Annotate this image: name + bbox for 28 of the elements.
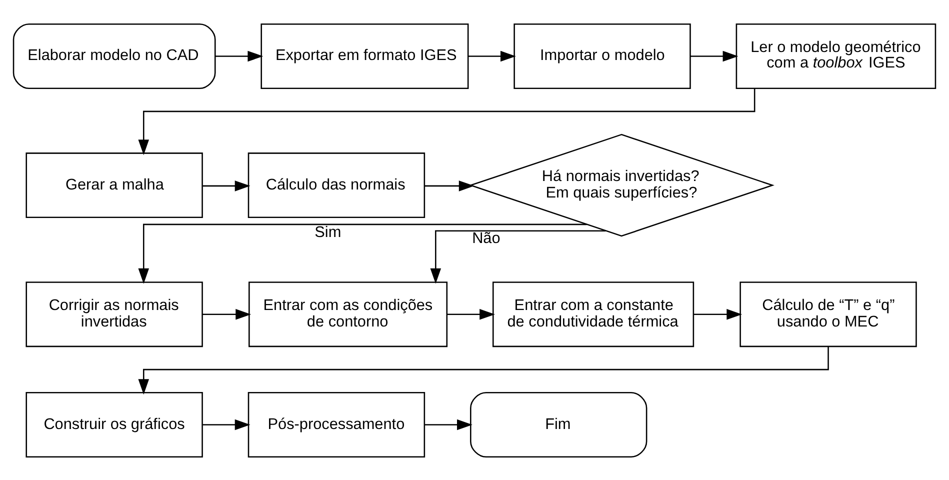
arrow: [468, 50, 516, 62]
edge-label: Sim: [314, 223, 342, 240]
node-box: Ler o modelo geométrico com a toolbox IGES: [736, 23, 936, 88]
arrow: [424, 180, 474, 191]
arrow: [202, 308, 252, 320]
node-box: Cálculo das normais: [248, 152, 426, 218]
arrow: [138, 223, 587, 284]
arrow: [430, 230, 606, 284]
node-box: Corrigir as normais invertidas: [26, 281, 203, 347]
node-box: Fim: [470, 392, 648, 457]
node-box: Pós-processamento: [248, 392, 426, 457]
node-box: Entrar com a constante de condutividade térmica: [492, 281, 694, 347]
arrow: [690, 50, 738, 62]
node-box: Cálculo de “T” e “q” usando o MEC: [740, 281, 917, 347]
node-box: Entrar com as condições de contorno: [248, 281, 448, 347]
node-box: Gerar a malha: [26, 152, 203, 218]
node-box: Construir os gráficos: [26, 392, 203, 457]
arrow: [138, 346, 829, 394]
arrow: [215, 50, 264, 62]
node-box: Exportar em formato IGES: [260, 23, 469, 88]
arrow: [447, 308, 495, 320]
arrow: [202, 180, 250, 191]
arrow: [138, 88, 756, 155]
node-box: Importar o modelo: [514, 23, 691, 88]
node-box: Elaborar modelo no CAD: [12, 23, 216, 88]
arrow: [202, 418, 250, 430]
arrow: [694, 308, 742, 320]
arrow: [424, 418, 472, 430]
